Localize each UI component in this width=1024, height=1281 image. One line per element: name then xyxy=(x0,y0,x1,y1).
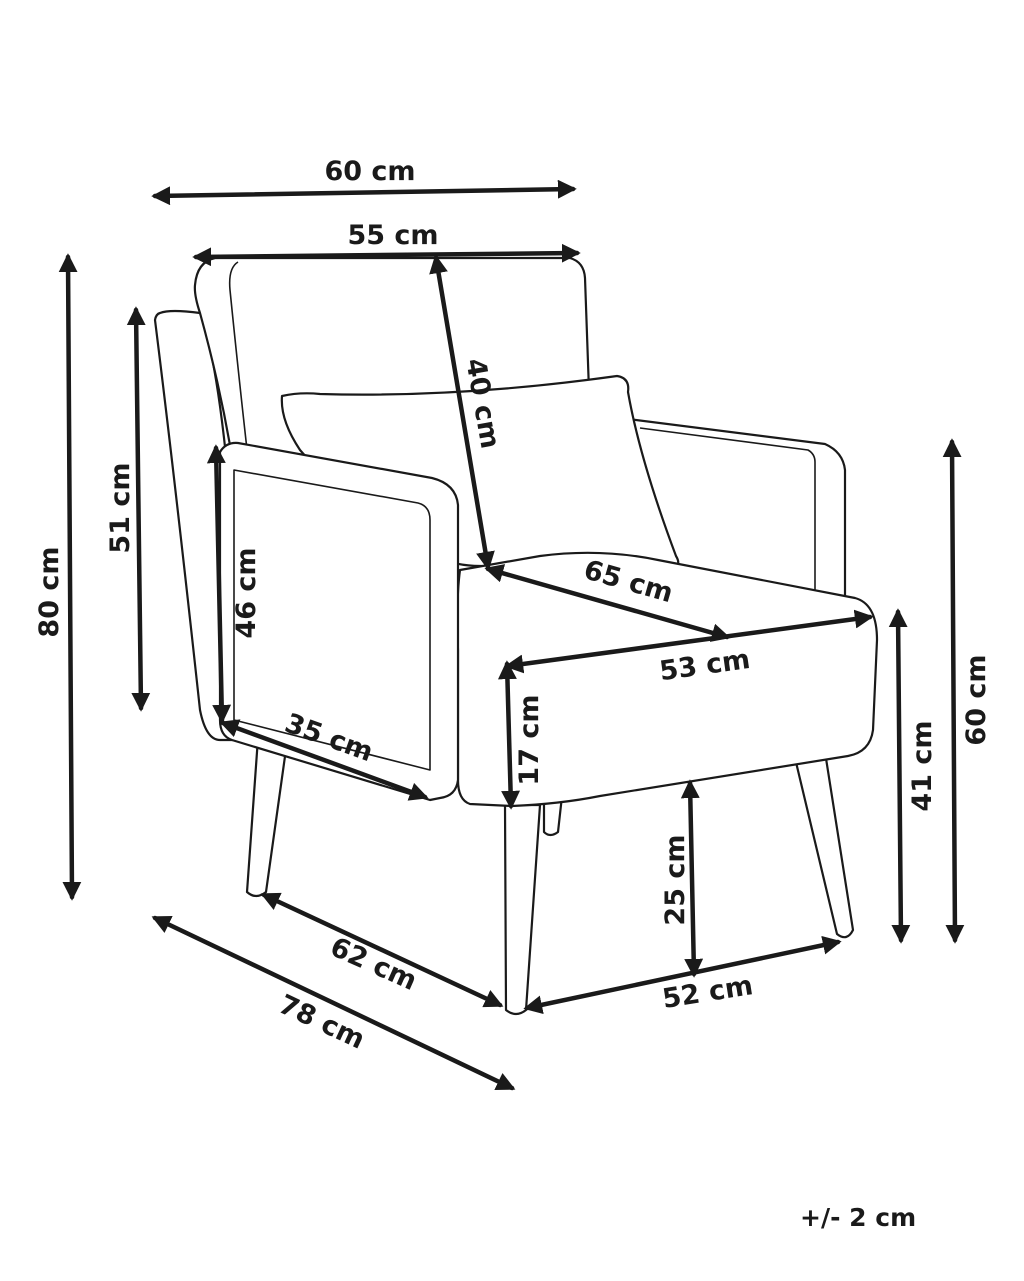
front-right-leg xyxy=(793,750,855,939)
dimension-lines xyxy=(58,179,965,1091)
label-backrest-width: 55 cm xyxy=(347,220,438,251)
label-armrest-top-height: 60 cm xyxy=(961,654,992,745)
arrow-overall-depth xyxy=(151,915,516,1091)
label-seat-height: 41 cm xyxy=(907,720,938,811)
arrow-backrest-width xyxy=(192,243,581,267)
label-overall-width: 60 cm xyxy=(324,156,415,187)
arrow-armrest-top-height xyxy=(942,438,965,944)
arrow-overall-width xyxy=(151,179,577,206)
right-arm-panel-line xyxy=(639,427,816,600)
label-side-height: 51 cm xyxy=(105,462,136,553)
tolerance-note: +/- 2 cm xyxy=(800,1203,917,1232)
arrow-armrest-height xyxy=(206,444,232,724)
front-left-leg xyxy=(503,803,542,1016)
back-right-leg xyxy=(542,794,564,837)
left-arm-panel-line xyxy=(233,469,431,771)
arrow-leg-width xyxy=(523,935,842,1015)
chair-drawing xyxy=(153,256,879,1016)
arrow-overall-height xyxy=(58,253,82,901)
back-left-leg xyxy=(245,736,289,898)
arrow-seat-height xyxy=(888,608,911,944)
arrow-armrest-depth xyxy=(219,719,429,801)
arrow-seat-thickness xyxy=(497,660,521,810)
label-leg-depth: 62 cm xyxy=(326,932,422,997)
arrow-backrest-height xyxy=(429,254,495,571)
label-armrest-height: 46 cm xyxy=(231,547,262,638)
arrow-side-height xyxy=(126,306,151,712)
label-leg-height: 25 cm xyxy=(660,834,691,925)
arrow-seat-width xyxy=(504,609,874,674)
label-seat-thickness: 17 cm xyxy=(514,694,545,785)
label-overall-height: 80 cm xyxy=(34,546,65,637)
